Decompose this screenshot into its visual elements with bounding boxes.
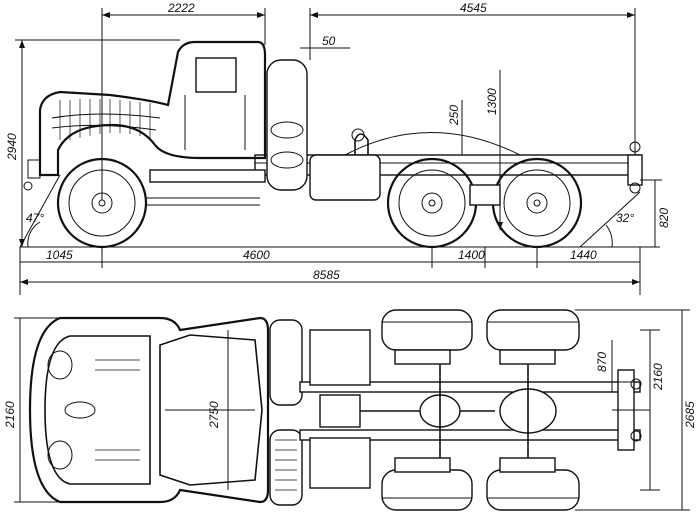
dim-front-overhang: 1045 [46,248,73,262]
dim-overall-width: 2685 [683,401,697,429]
dim-height-1300: 1300 [485,88,499,115]
dim-bogie-base: 1400 [458,248,485,262]
dim-frame-width: 870 [595,352,609,372]
cab-top [28,316,270,504]
bogie-spring [469,184,501,206]
side-view-dimensions: 2222 4545 50 250 1300 2940 820 47° 32° [5,1,671,295]
rear-wheels-top [381,309,580,511]
dim-height-250: 250 [447,105,461,126]
dim-frame-height: 820 [657,208,671,228]
dim-total-length: 8585 [313,268,340,282]
dim-wheelbase: 4600 [243,248,270,262]
fuel-tank [309,154,381,201]
rear-coupling-top [612,369,650,451]
dim-front-angle: 47° [26,211,44,225]
dim-hood-width: 2750 [207,401,221,429]
top-view [28,309,650,511]
dim-rear-track: 2160 [651,363,665,391]
side-view [19,40,660,249]
cab-window [195,57,237,93]
fifth-wheel [344,128,521,156]
drivetrain [319,355,557,467]
truck-cab [23,40,267,191]
top-view-dimensions: 2160 2750 870 2160 2685 [3,309,697,511]
dim-total-height: 2940 [5,133,19,161]
dim-front-track: 2160 [3,401,17,429]
dim-cab-length: 2222 [167,1,195,15]
tank-top [269,429,303,506]
dim-offset-50: 50 [322,34,336,48]
dim-rear-angle: 32° [616,211,634,225]
spare-wheel-top [269,319,303,406]
dim-rear-overhang: 1440 [570,248,597,262]
dim-rear-length: 4545 [460,1,487,15]
spare-wheel [266,59,308,191]
